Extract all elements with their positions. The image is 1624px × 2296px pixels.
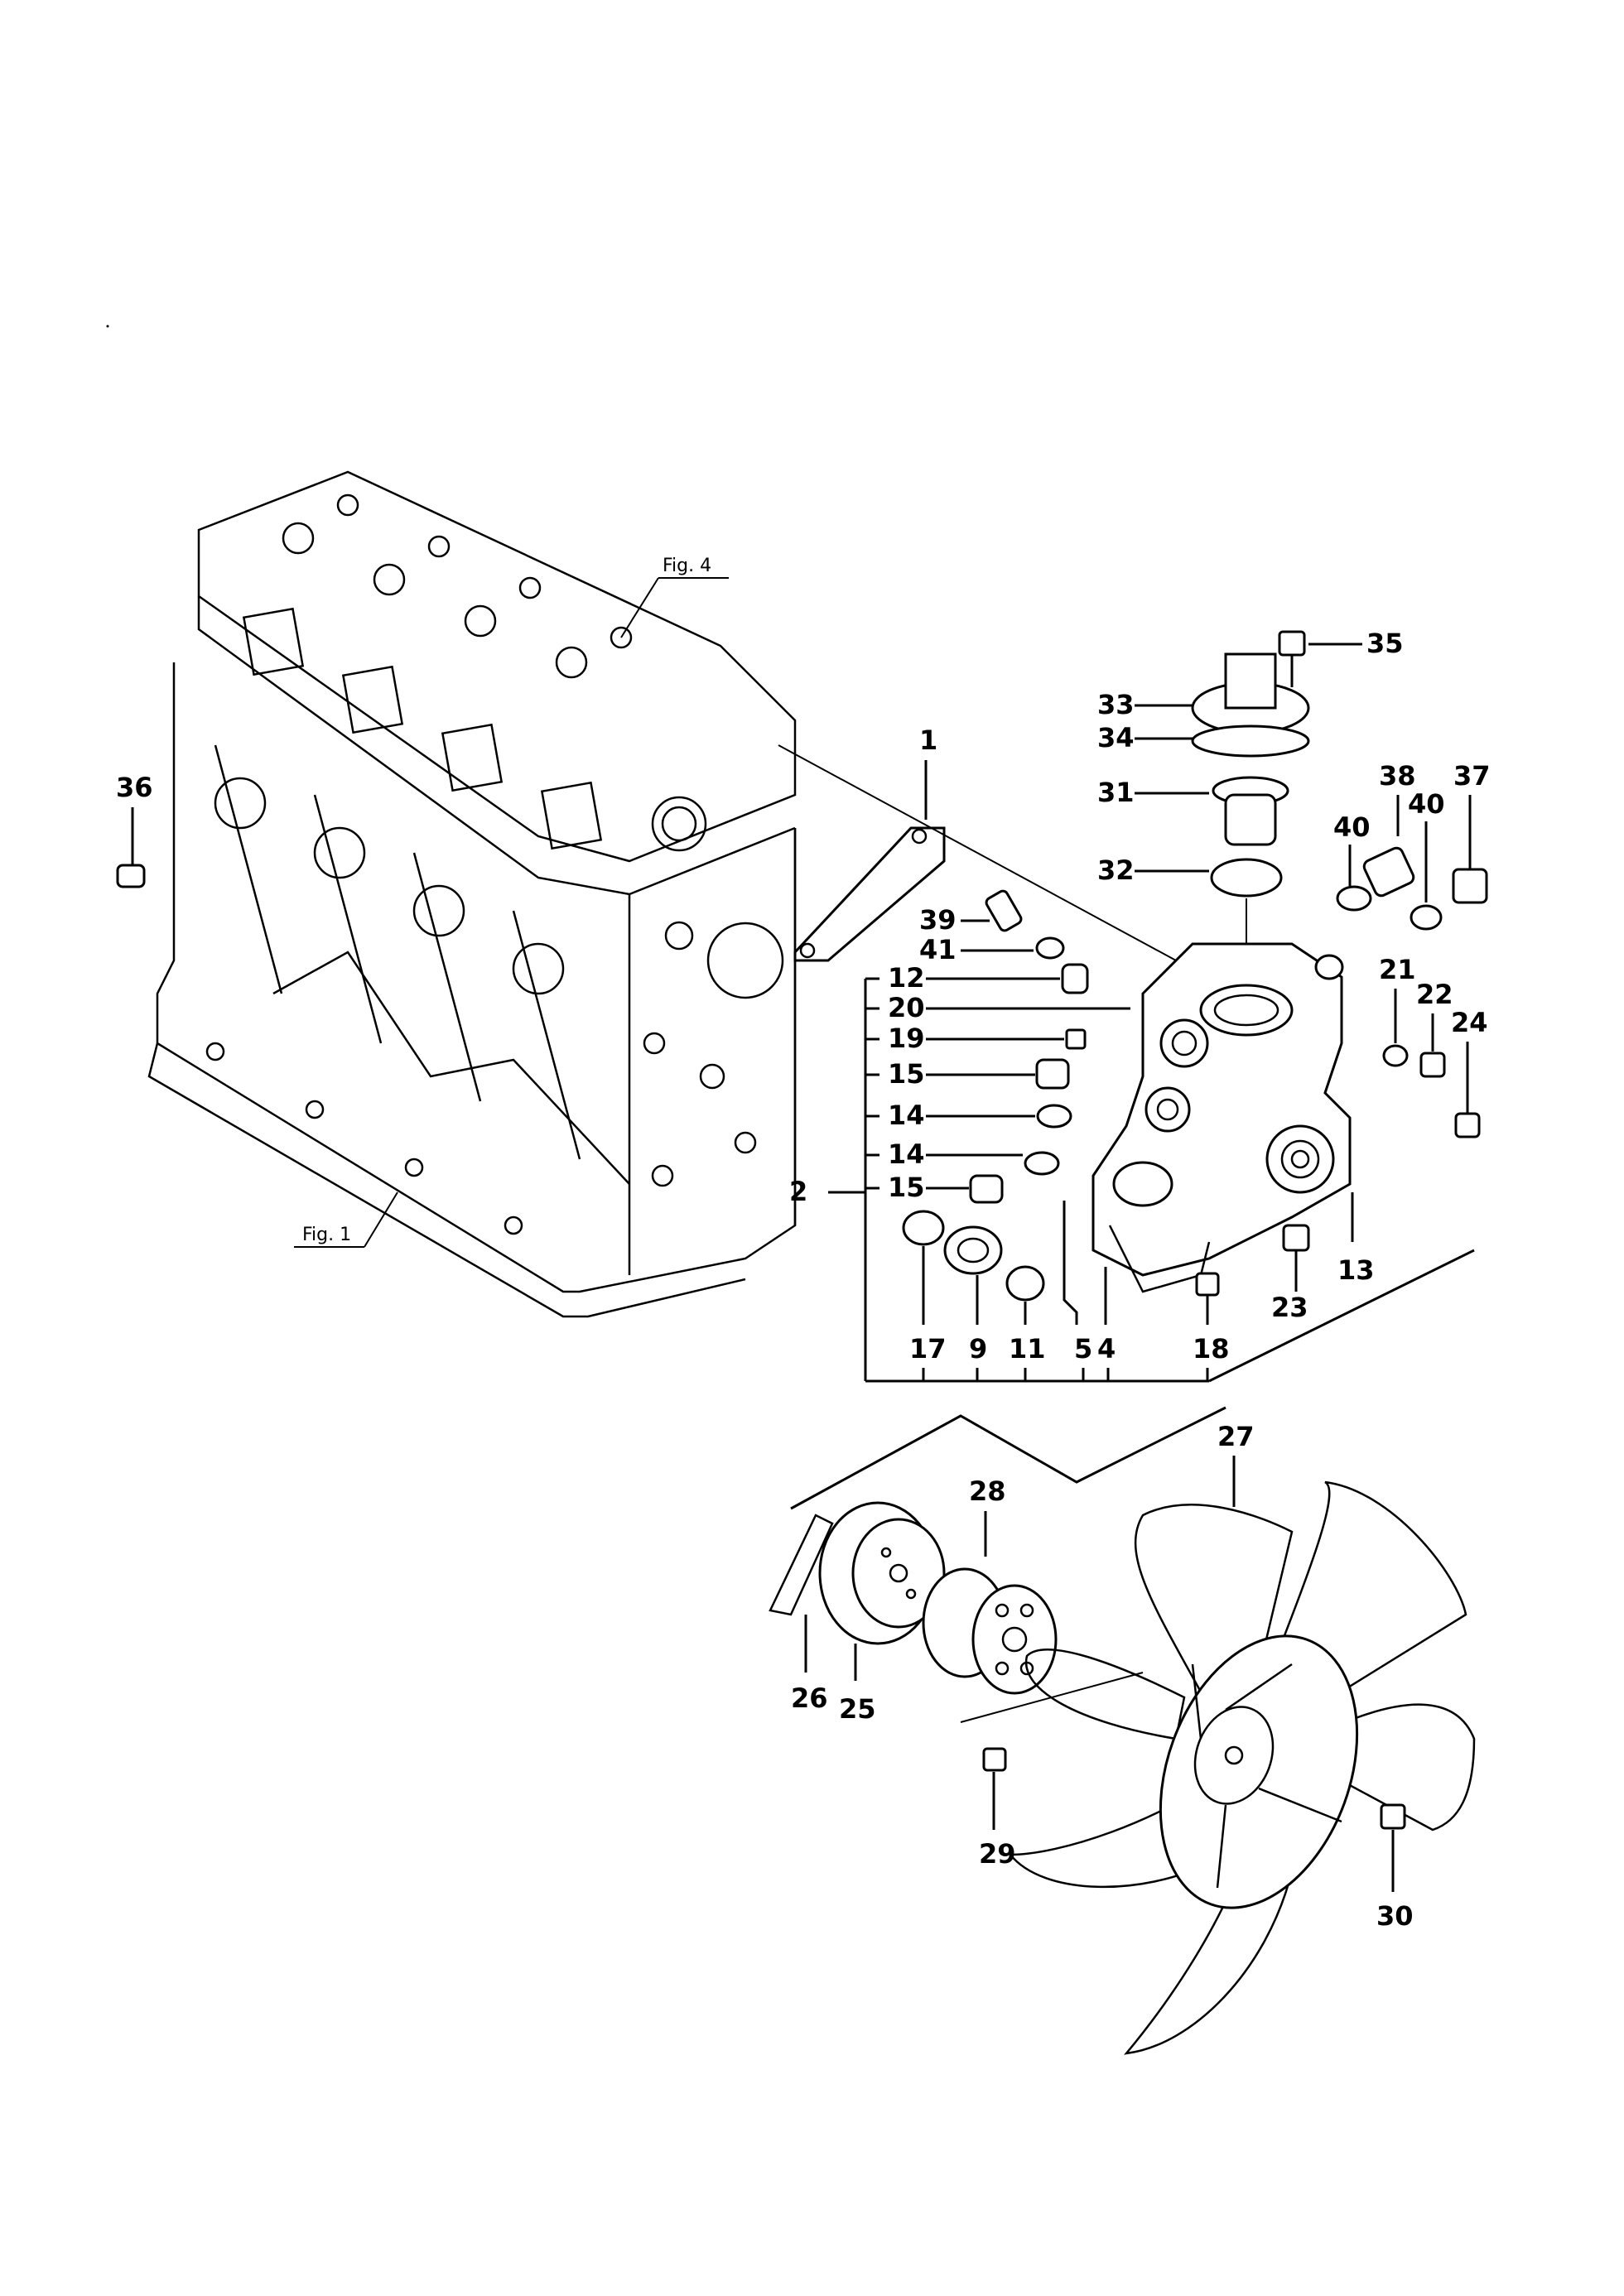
part-15-lower[interactable]: 15 <box>865 1172 1004 1204</box>
svg-text:31: 31 <box>1097 777 1135 808</box>
part-4[interactable]: 4 <box>1097 1267 1116 1381</box>
svg-text:26: 26 <box>791 1682 828 1714</box>
svg-text:25: 25 <box>839 1693 876 1725</box>
svg-text:14: 14 <box>888 1100 925 1131</box>
svg-text:38: 38 <box>1379 760 1416 792</box>
water-pump-housing <box>1092 942 1352 1293</box>
part-36[interactable]: 36 <box>116 772 153 888</box>
engine-block-illustration <box>147 470 797 1318</box>
svg-text:11: 11 <box>1009 1333 1046 1365</box>
part-32[interactable]: 32 <box>1097 854 1283 977</box>
part-23[interactable]: 23 <box>1271 1224 1310 1323</box>
part-37[interactable]: 37 <box>1452 760 1491 904</box>
part-14-lower[interactable]: 14 <box>865 1138 1060 1176</box>
part-12[interactable]: 12 <box>865 962 1089 994</box>
part-41[interactable]: 41 <box>919 934 1065 965</box>
part-24[interactable]: 24 <box>1451 1007 1488 1138</box>
svg-text:34: 34 <box>1097 722 1135 753</box>
svg-text:36: 36 <box>116 772 153 803</box>
part-25[interactable]: 25 <box>818 1501 946 1725</box>
svg-text:29: 29 <box>979 1838 1016 1870</box>
part-17[interactable]: 17 <box>902 1210 947 1381</box>
svg-text:28: 28 <box>969 1475 1006 1507</box>
svg-text:39: 39 <box>919 904 957 936</box>
svg-text:21: 21 <box>1379 954 1416 985</box>
fan-assembly-bracket <box>790 1406 1226 1510</box>
svg-text:Fig. 1: Fig. 1 <box>302 1225 351 1245</box>
part-22[interactable]: 22 <box>1416 979 1453 1078</box>
part-19[interactable]: 19 <box>865 1023 1087 1054</box>
svg-text:33: 33 <box>1097 689 1135 720</box>
part-1[interactable]: 1 <box>778 724 1177 962</box>
svg-text:18: 18 <box>1193 1333 1230 1365</box>
svg-text:4: 4 <box>1097 1333 1116 1365</box>
svg-text:14: 14 <box>888 1138 925 1170</box>
part-30[interactable]: 30 <box>1376 1803 1414 1932</box>
svg-text:15: 15 <box>888 1172 925 1203</box>
part-13[interactable]: 13 <box>1314 954 1375 1286</box>
part-9[interactable]: 9 <box>943 1225 1003 1381</box>
svg-text:24: 24 <box>1451 1007 1488 1038</box>
svg-text:1: 1 <box>919 724 937 756</box>
part-35[interactable]: 35 <box>1278 628 1404 687</box>
svg-text:12: 12 <box>888 962 925 994</box>
svg-text:35: 35 <box>1366 628 1404 659</box>
part-38[interactable]: 38 <box>1362 760 1416 898</box>
svg-text:40: 40 <box>1408 788 1445 820</box>
svg-text:27: 27 <box>1217 1421 1255 1452</box>
part-40-right[interactable]: 40 <box>1408 788 1445 931</box>
part-33[interactable]: 33 <box>1097 652 1310 734</box>
svg-text:20: 20 <box>888 992 925 1023</box>
svg-text:2: 2 <box>789 1176 807 1207</box>
svg-text:41: 41 <box>919 934 957 965</box>
svg-text:9: 9 <box>969 1333 987 1365</box>
svg-text:37: 37 <box>1453 760 1491 792</box>
svg-text:40: 40 <box>1333 811 1371 843</box>
fig4-reference[interactable]: Fig. 4 <box>620 556 729 638</box>
svg-text:22: 22 <box>1416 979 1453 1010</box>
part-34[interactable]: 34 <box>1097 722 1310 758</box>
svg-text:19: 19 <box>888 1023 925 1054</box>
part-27-fan[interactable]: 27 <box>1008 1421 1476 2055</box>
svg-text:32: 32 <box>1097 854 1135 886</box>
svg-text:17: 17 <box>909 1333 947 1365</box>
svg-text:5: 5 <box>1074 1333 1092 1365</box>
part-26[interactable]: 26 <box>769 1514 834 1714</box>
part-18[interactable]: 18 <box>1193 1272 1230 1381</box>
part-20[interactable]: 20 <box>865 992 1130 1023</box>
part-29[interactable]: 29 <box>960 1672 1144 1870</box>
svg-text:13: 13 <box>1337 1254 1375 1286</box>
stray-dot <box>106 325 109 328</box>
part-11[interactable]: 11 <box>1005 1265 1046 1381</box>
svg-text:Fig. 4: Fig. 4 <box>663 556 711 576</box>
fig1-reference[interactable]: Fig. 1 <box>294 1191 398 1248</box>
part-39[interactable]: 39 <box>919 889 1023 936</box>
part-5[interactable]: 5 <box>1063 1201 1092 1381</box>
part-28[interactable]: 28 <box>922 1475 1058 1695</box>
part-14-upper[interactable]: 14 <box>865 1100 1072 1131</box>
part-31[interactable]: 31 <box>1097 776 1289 846</box>
svg-text:23: 23 <box>1271 1292 1308 1323</box>
svg-text:15: 15 <box>888 1058 925 1090</box>
svg-text:30: 30 <box>1376 1900 1414 1932</box>
part-15-upper[interactable]: 15 <box>865 1058 1070 1090</box>
part-21[interactable]: 21 <box>1379 954 1416 1067</box>
part-40-left[interactable]: 40 <box>1333 811 1372 912</box>
